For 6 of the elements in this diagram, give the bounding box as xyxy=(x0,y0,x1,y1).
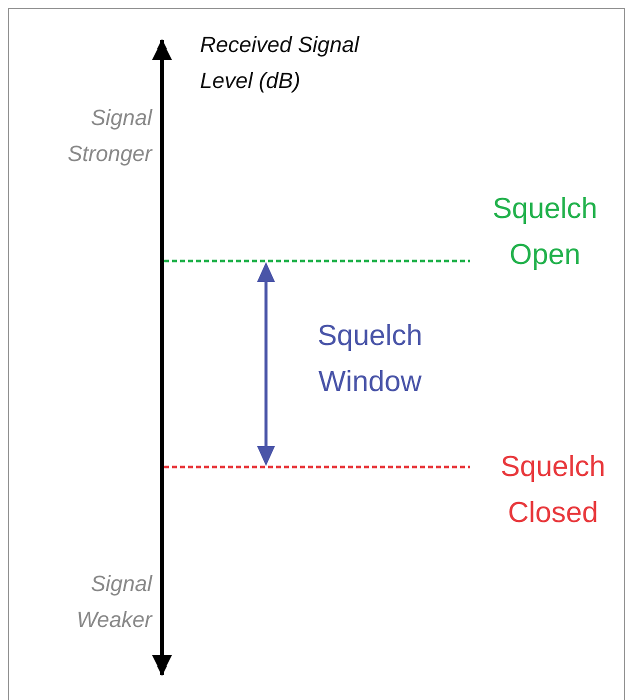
axis-end-label: Signal Stronger xyxy=(66,104,152,168)
axis-end-label: Signal Weaker xyxy=(76,570,152,634)
threshold-label: Squelch Closed xyxy=(500,450,606,532)
threshold-label: Squelch Open xyxy=(492,192,598,274)
window-label: Squelch Window xyxy=(316,319,424,400)
axis-title: Received Signal Level (dB) xyxy=(200,31,360,96)
